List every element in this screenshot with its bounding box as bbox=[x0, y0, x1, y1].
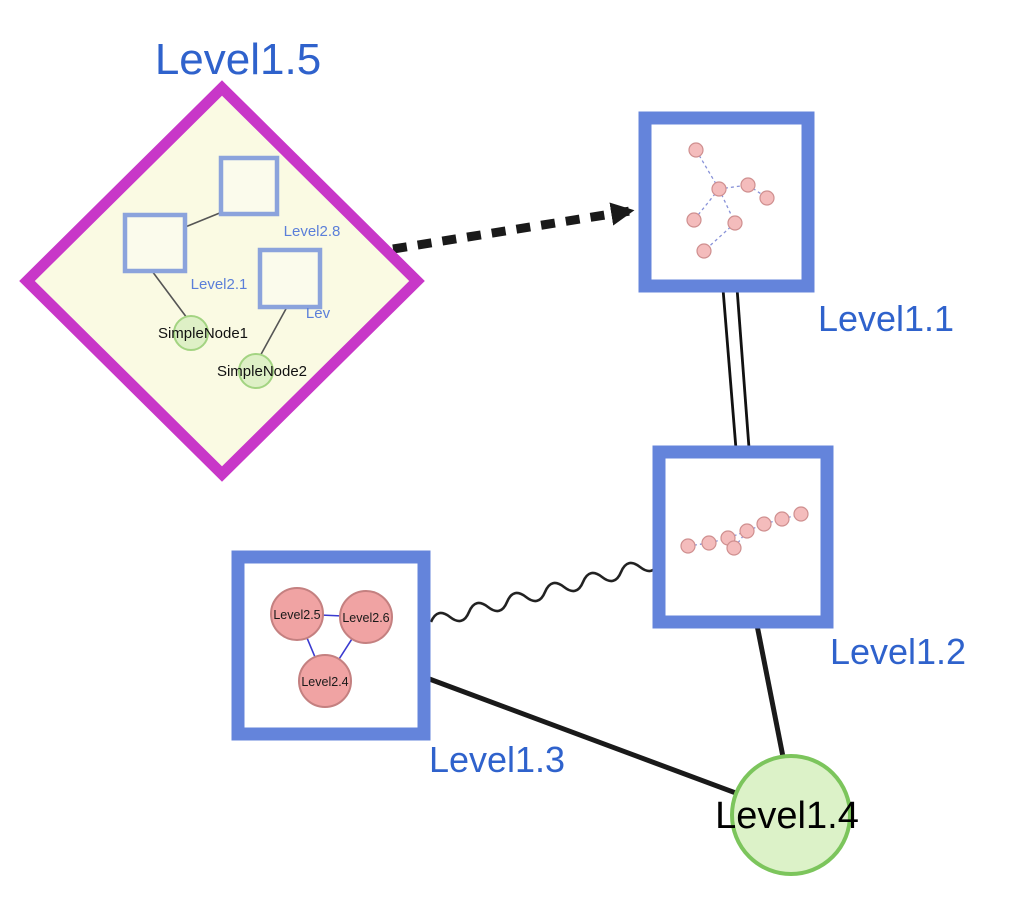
label-level2-1: Level2.1 bbox=[191, 276, 248, 293]
edge-level1-5-level1-1[interactable] bbox=[392, 202, 635, 254]
label-level2-4: Level2.4 bbox=[301, 675, 348, 689]
node-simplenode2[interactable] bbox=[238, 353, 274, 389]
label-level2-5: Level2.5 bbox=[273, 608, 320, 622]
edge-level1-2-level1-4[interactable] bbox=[753, 619, 789, 773]
edge-level1-3-level1-2[interactable] bbox=[429, 556, 661, 629]
label-level1-2: Level1.2 bbox=[830, 631, 966, 672]
label-lev: Lev bbox=[306, 305, 331, 322]
node-level2-4[interactable] bbox=[298, 654, 352, 708]
node-simplenode1[interactable] bbox=[173, 315, 209, 351]
node-level1-3[interactable]: Level2.5 Level2.6 Level2.4 bbox=[231, 550, 431, 741]
label-simplenode1: SimpleNode1 bbox=[158, 325, 248, 342]
edge-level1-3-level1-4[interactable] bbox=[423, 674, 769, 808]
label-level2-6: Level2.6 bbox=[342, 611, 389, 625]
box-shape-level1-1[interactable] bbox=[638, 111, 815, 293]
node-level1-5[interactable]: Level2.8 Level2.1 Lev SimpleNode1 Simple… bbox=[19, 80, 425, 482]
node-level1-4[interactable]: Level1.4 bbox=[715, 754, 859, 876]
node-level2-1[interactable] bbox=[122, 212, 188, 274]
subgraph-nodes-level1-2[interactable] bbox=[680, 506, 809, 556]
edge-level2-1-simplenode1[interactable] bbox=[151, 270, 191, 323]
node-level2-8[interactable] bbox=[218, 155, 280, 217]
node-level1-1[interactable] bbox=[638, 111, 815, 293]
circle-shape-level1-4[interactable] bbox=[730, 754, 852, 876]
label-level1-3: Level1.3 bbox=[429, 739, 565, 780]
label-simplenode2: SimpleNode2 bbox=[217, 363, 307, 380]
edge-lev-simplenode2[interactable] bbox=[258, 306, 288, 359]
edge-level1-1-level1-2[interactable] bbox=[721, 287, 751, 450]
label-level1-5: Level1.5 bbox=[155, 35, 321, 84]
label-level1-1: Level1.1 bbox=[818, 298, 954, 339]
node-level2-6[interactable] bbox=[339, 590, 393, 644]
node-level1-2[interactable] bbox=[652, 445, 834, 629]
subgraph-nodes-level1-1[interactable] bbox=[686, 142, 775, 259]
label-level2-8: Level2.8 bbox=[284, 223, 341, 240]
diamond-shape[interactable] bbox=[19, 80, 425, 482]
node-lev[interactable] bbox=[257, 247, 323, 310]
label-level1-4: Level1.4 bbox=[715, 795, 859, 837]
node-level2-5[interactable] bbox=[270, 587, 324, 641]
box-shape-level1-3[interactable] bbox=[231, 550, 431, 741]
